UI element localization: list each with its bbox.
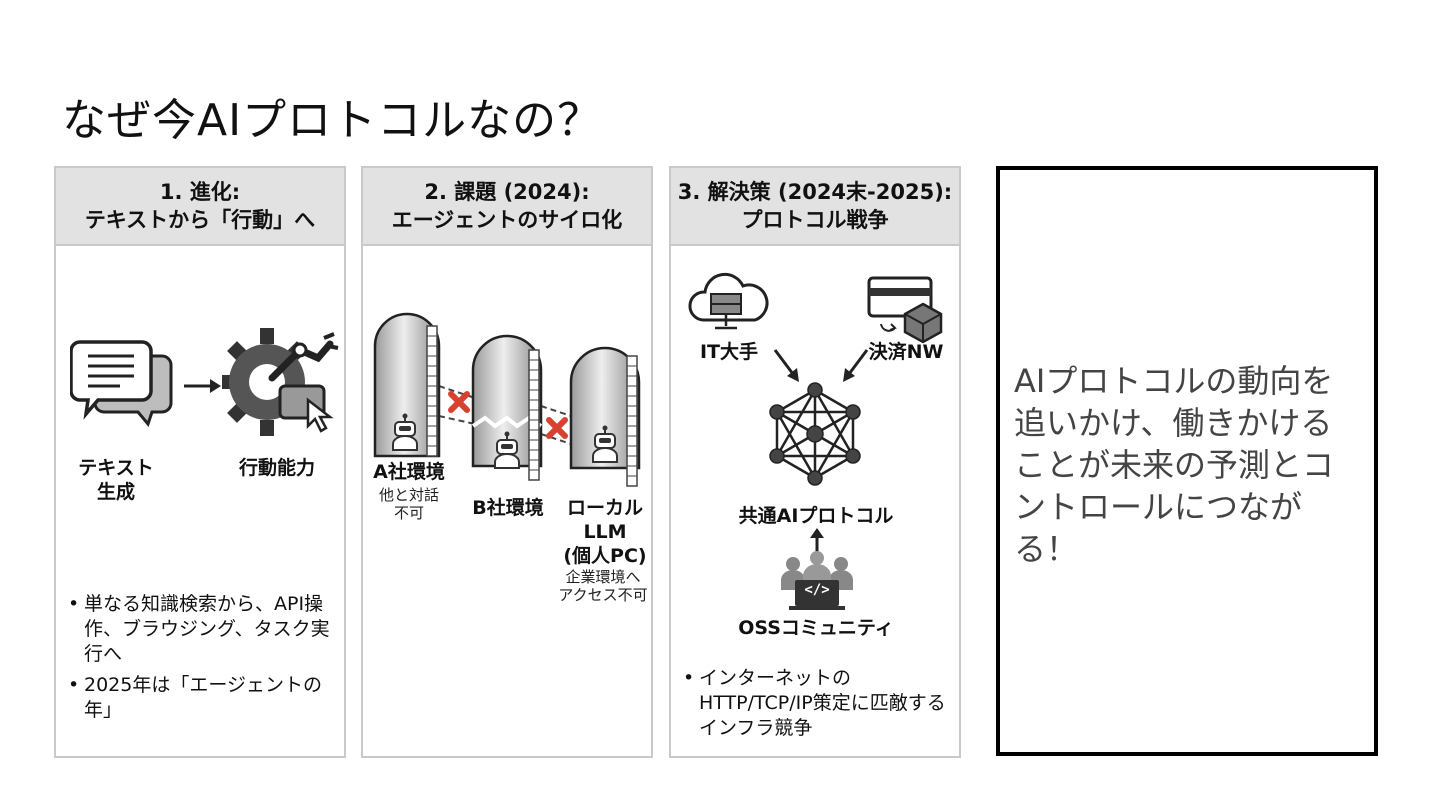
common-protocol-label: 共通AIプロトコル — [691, 504, 941, 528]
callout-text: AIプロトコルの動向を追いかけ、働きかけることが未来の予測とコントロールにつなが… — [1014, 360, 1354, 570]
panel-heading-line1: 1. 進化: — [160, 178, 240, 206]
panel-heading-line2: プロトコル戦争 — [742, 206, 889, 234]
callout-box: AIプロトコルの動向を追いかけ、働きかけることが未来の予測とコントロールにつなが… — [996, 166, 1378, 756]
text-generation-label: テキスト 生成 — [66, 456, 166, 504]
chat-bubbles-icon — [70, 334, 180, 434]
action-capability-label: 行動能力 — [222, 456, 332, 480]
payment-card-icon — [865, 274, 947, 344]
oss-community-label: OSSコミュニティ — [691, 616, 941, 640]
panel1-bullets: 単なる知識検索から、API操作、ブラウジング、タスク実行へ 2025年は「エージ… — [68, 592, 344, 729]
panel-heading-line2: エージェントのサイロ化 — [392, 206, 623, 234]
code-glyph: </> — [795, 582, 839, 598]
silo-c-note: 企業環境へ アクセス不可 — [551, 568, 655, 604]
silo-c-label: ローカル LLM (個人PC) — [559, 496, 651, 568]
panel-heading-line1: 3. 解決策 (2024末-2025): — [678, 178, 952, 206]
oss-community-icon — [777, 550, 857, 612]
panel-heading-line1: 2. 課題 (2024): — [424, 178, 589, 206]
panel-header: 1. 進化: テキストから「行動」へ — [56, 168, 344, 246]
silo-b-label: B社環境 — [463, 496, 553, 520]
page-title: なぜ今AIプロトコルなの？ — [62, 84, 602, 148]
bullet-item: 単なる知識検索から、API操作、ブラウジング、タスク実行へ — [68, 592, 344, 667]
arrow-right-icon — [182, 376, 222, 396]
cloud-server-icon — [685, 266, 769, 338]
network-hub-icon — [763, 382, 867, 486]
it-giant-label: IT大手 — [689, 340, 769, 364]
panel-silo-problem: 2. 課題 (2024): エージェントのサイロ化 — [361, 166, 653, 758]
arrows-to-hub-icon — [761, 344, 881, 384]
silo-a-note: 他と対話 不可 — [367, 486, 451, 522]
panel-header: 3. 解決策 (2024末-2025): プロトコル戦争 — [671, 168, 959, 246]
gear-robot-arm-icon — [220, 324, 340, 444]
panel-header: 2. 課題 (2024): エージェントのサイロ化 — [363, 168, 651, 246]
panel-evolution: 1. 進化: テキストから「行動」へ — [54, 166, 346, 758]
bullet-item: インターネットのHTTP/TCP/IP策定に匹敵するインフラ競争 — [683, 666, 957, 741]
panel-heading-line2: テキストから「行動」へ — [85, 206, 315, 234]
bullet-item: 2025年は「エージェントの年」 — [68, 673, 344, 723]
panel3-bullets: インターネットのHTTP/TCP/IP策定に匹敵するインフラ競争 — [683, 666, 957, 747]
arrow-up-icon — [807, 528, 827, 552]
silo-a-label: A社環境 — [367, 460, 451, 484]
panel-protocol-war: 3. 解決策 (2024末-2025): プロトコル戦争 IT大手 決済NW — [669, 166, 961, 758]
